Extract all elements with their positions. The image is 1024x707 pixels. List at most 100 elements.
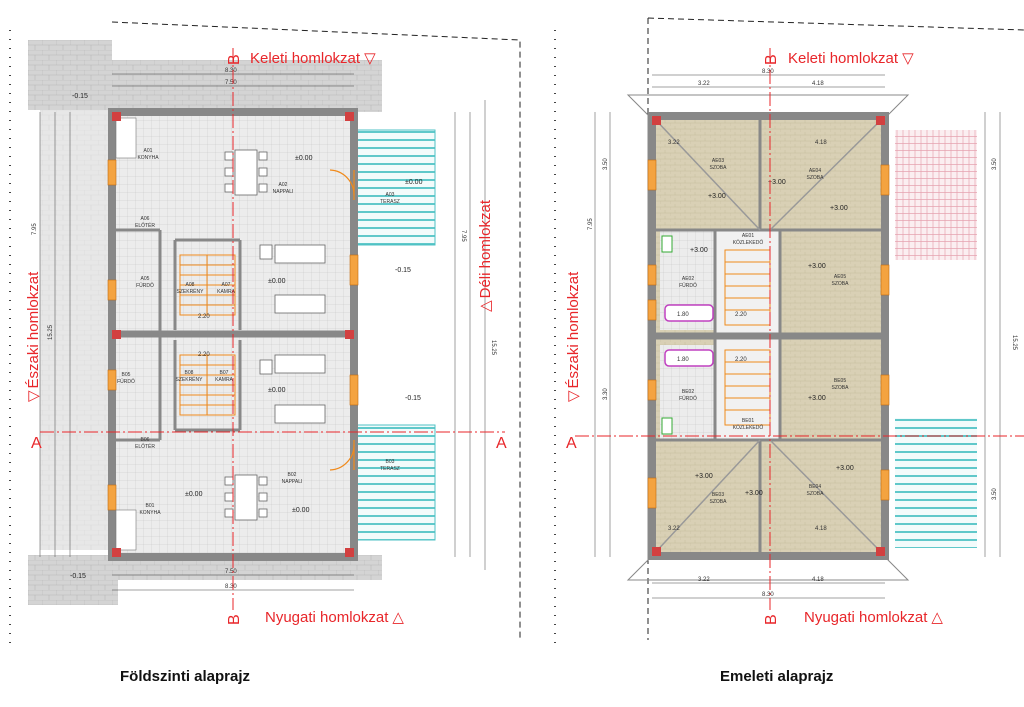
svg-text:AE05: AE05 [834, 274, 846, 280]
svg-text:KONYHA: KONYHA [139, 510, 161, 516]
svg-text:SZOBA: SZOBA [710, 165, 728, 171]
svg-text:KÖZLEKEDŐ: KÖZLEKEDŐ [733, 424, 764, 431]
upper-east-marker: ▽ [902, 50, 914, 67]
upper-terrace-top [895, 130, 977, 260]
svg-text:▽Északi homlokzat: ▽Északi homlokzat [25, 271, 42, 402]
room-ae05-name: SZOBA [832, 281, 850, 287]
room-be04-code: BE04 [809, 484, 821, 490]
ground-floor-plan: A01 KONYHA A02 NAPPALI A03 TERASZ A05 FÜ… [9, 21, 521, 650]
svg-text:TERASZ: TERASZ [380, 466, 400, 472]
dim-upper-stair-a: 2.20 [735, 312, 747, 318]
room-ae04-name: SZOBA [807, 175, 825, 181]
upper-west-label: Nyugati homlokzat [804, 609, 928, 626]
dim-upper-room-ae04: 4.18 [815, 140, 827, 146]
svg-text:FÜRDŐ: FÜRDŐ [136, 282, 154, 289]
room-a02-code: A02 [279, 182, 288, 188]
ground-sofa-a [259, 244, 326, 314]
level-outside-1: -0.15 [72, 93, 88, 100]
svg-text:FÜRDŐ: FÜRDŐ [117, 378, 135, 385]
room-b03-name: TERASZ [380, 466, 400, 472]
dim-upper-bottom-left: 3.22 [698, 577, 710, 583]
room-a03-name: TERASZ [380, 199, 400, 205]
room-a02-name: NAPPALI [273, 189, 294, 195]
svg-text:BE03: BE03 [712, 492, 724, 498]
svg-text:TERASZ: TERASZ [380, 199, 400, 205]
room-b08-code: B08 [185, 370, 194, 376]
room-ae05-code: AE05 [834, 274, 846, 280]
room-b08-name: SZEKRÉNY [176, 376, 204, 383]
ground-dining-table-a [224, 149, 268, 196]
svg-text:Nyugati homlokzat△: Nyugati homlokzat△ [265, 609, 404, 626]
ground-stairs-a [179, 254, 236, 316]
terrace-a03 [354, 129, 436, 246]
ground-east-label: Keleti homlokzat [250, 50, 361, 67]
dim-upper-room-ae03: 3.22 [668, 140, 680, 146]
dim-ground-bottom-inner: 7.50 [225, 569, 237, 575]
upper-terrace-bottom [895, 418, 977, 548]
dim-ground-stair-b: 2.20 [198, 352, 210, 358]
level-upper-4: +3.00 [690, 247, 708, 254]
ground-south-label: Déli homlokzat [477, 199, 494, 298]
dim-ground-stair-a: 2.20 [198, 314, 210, 320]
upper-section-b-bottom: B [763, 614, 780, 625]
room-b01-name: KONYHA [139, 510, 161, 516]
level-outside-2: -0.15 [395, 267, 411, 274]
dim-upper-room-be03: 3.22 [668, 526, 680, 532]
ground-floor-caption: Földszinti alaprajz [120, 668, 251, 685]
level-upper-7: +3.00 [695, 473, 713, 480]
svg-text:FÜRDŐ: FÜRDŐ [679, 282, 697, 289]
level-upper-2: +3.00 [768, 179, 786, 186]
ground-west-label: Nyugati homlokzat [265, 609, 389, 626]
svg-text:SZOBA: SZOBA [807, 491, 825, 497]
room-b02-name: NAPPALI [282, 479, 303, 485]
dim-upper-side-c: 3.30 [603, 388, 609, 400]
level-upper-9: +3.00 [836, 465, 854, 472]
ground-paving-left [40, 110, 115, 550]
svg-text:NAPPALI: NAPPALI [282, 479, 303, 485]
upper-bathtub-a [664, 304, 714, 322]
svg-text:A05: A05 [141, 276, 150, 282]
ground-section-a-right: A [496, 435, 507, 452]
upper-north-label: Északi homlokzat [565, 271, 582, 389]
ground-windows [107, 159, 359, 511]
dim-upper-stair-b: 2.20 [735, 357, 747, 363]
room-a08-name: SZEKRÉNY [177, 288, 205, 295]
svg-text:AE02: AE02 [682, 276, 694, 282]
dim-ground-depth-left: 15.25 [48, 324, 54, 340]
ground-west-marker: △ [392, 609, 404, 626]
svg-text:B05: B05 [122, 372, 131, 378]
svg-text:Nyugati homlokzat△: Nyugati homlokzat△ [804, 609, 943, 626]
svg-text:A08: A08 [186, 282, 195, 288]
dim-upper-right-a: 3.50 [992, 158, 998, 170]
upper-roof-ridges [651, 115, 886, 557]
room-b06-code: B06 [141, 437, 150, 443]
dim-ground-half-a: 7.95 [32, 223, 38, 235]
ground-north-marker: ▽ [25, 390, 42, 402]
upper-west-marker: △ [931, 609, 943, 626]
room-ae03-name: SZOBA [710, 165, 728, 171]
ground-section-b-bottom: B [226, 614, 243, 625]
terrace-b03 [354, 424, 436, 541]
svg-text:A03: A03 [386, 192, 395, 198]
room-a07-name: KAMRA [217, 289, 235, 295]
upper-stairs [724, 249, 771, 426]
dim-ground-top-inner: 7.50 [225, 80, 237, 86]
dim-upper-right-b: 3.50 [992, 488, 998, 500]
room-be05-name: SZOBA [832, 385, 850, 391]
svg-text:AE01: AE01 [742, 233, 754, 239]
svg-text:BE05: BE05 [834, 378, 846, 384]
level-ground-6: ±0.00 [292, 507, 310, 514]
room-a03-code: A03 [386, 192, 395, 198]
upper-plot-boundary [647, 17, 1024, 31]
dim-upper-top-left: 3.22 [698, 81, 710, 87]
level-ground-2: ±0.00 [405, 179, 423, 186]
svg-text:B02: B02 [288, 472, 297, 478]
ground-section-a-left: A [31, 435, 42, 452]
dim-ground-half-b: 7.95 [460, 230, 466, 242]
svg-text:SZOBA: SZOBA [807, 175, 825, 181]
dim-upper-half: 7.95 [588, 218, 594, 230]
upper-bathtub-b [664, 349, 714, 367]
level-upper-3: +3.00 [830, 205, 848, 212]
upper-windows [647, 159, 890, 509]
dim-ground-bottom-total: 8.30 [225, 584, 237, 590]
